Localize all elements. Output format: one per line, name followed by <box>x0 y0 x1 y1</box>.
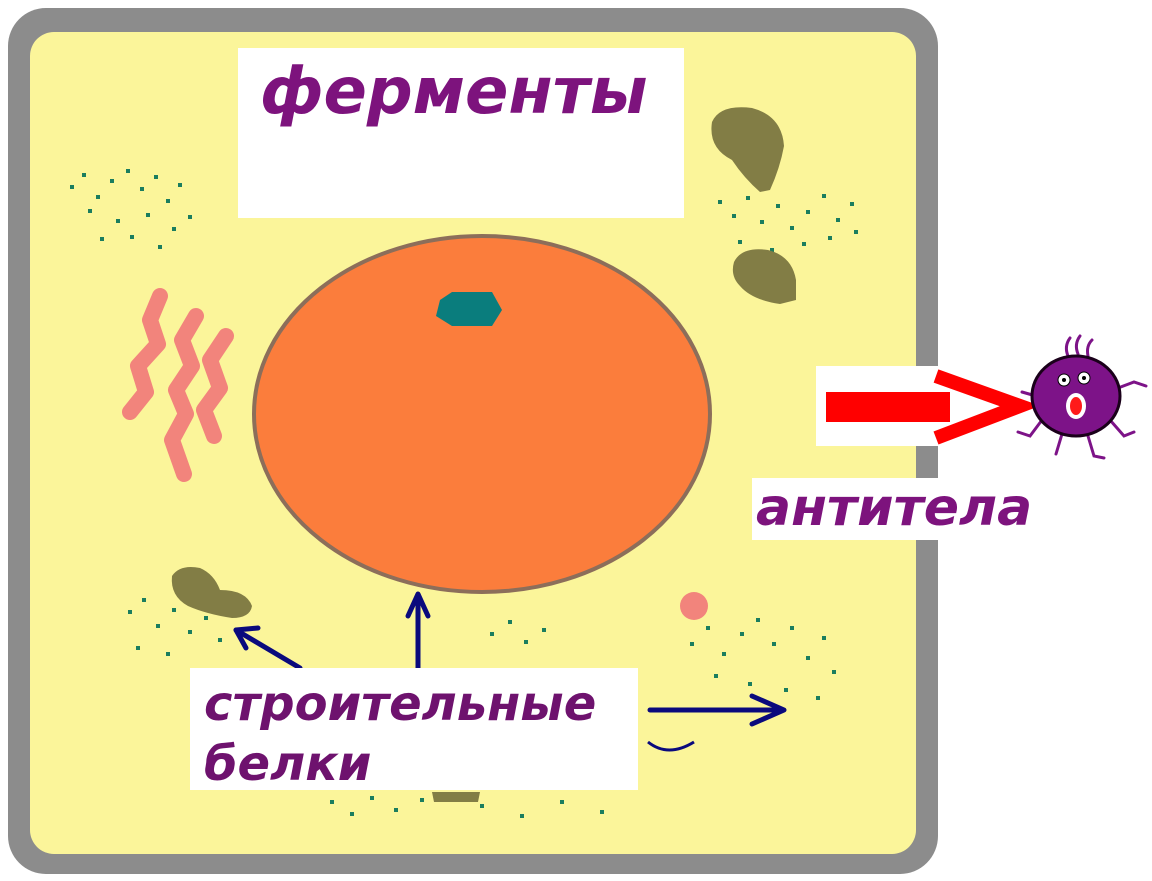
label-structural-line1: строительные <box>204 674 638 734</box>
lysosome <box>680 592 708 620</box>
label-antibodies-text: антитела <box>756 478 1032 538</box>
label-antibodies: антитела <box>752 478 1082 540</box>
microbe-icon <box>1018 336 1146 458</box>
nucleus <box>254 236 710 592</box>
label-enzymes-text: ферменты <box>260 55 648 129</box>
label-structural-proteins: строительные белки <box>190 668 638 790</box>
label-structural-line2: белки <box>204 734 638 794</box>
label-enzymes: ферменты <box>238 48 684 218</box>
nucleolus <box>436 292 502 326</box>
